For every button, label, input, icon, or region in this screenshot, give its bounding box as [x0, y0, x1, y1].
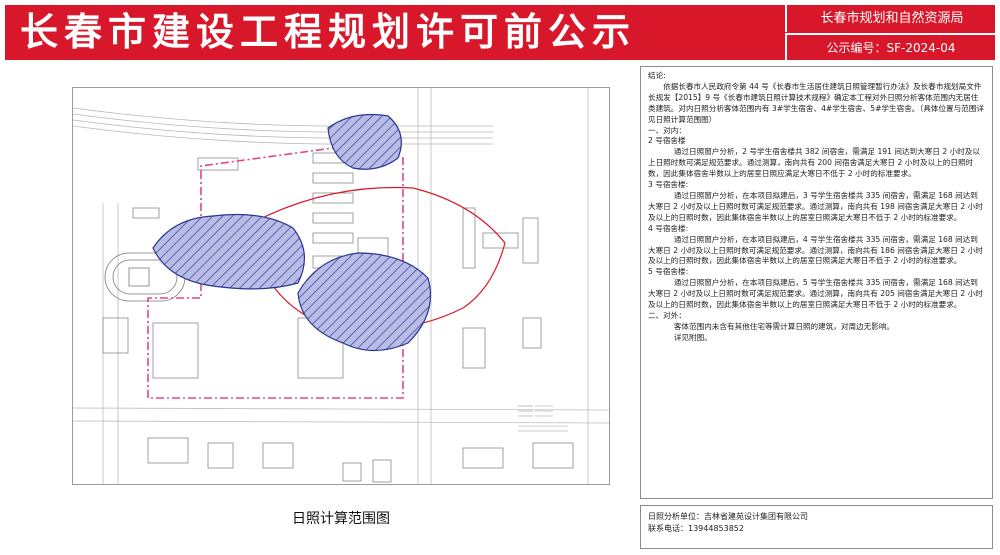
roads [73, 88, 609, 484]
internal-heading: 一、对内： [648, 125, 686, 135]
shadow-area-right [297, 252, 432, 352]
site-plan-drawing [73, 88, 609, 484]
dorm-3-heading: 3 号宿舍楼: [648, 180, 689, 190]
dorm-2-body: 通过日照窗户分析，2 号学生宿舍楼共 382 间宿舍，需满足 191 间达到大寒… [648, 147, 980, 179]
conclusion-intro: 依据长春市人民政府令第 44 号《长春市生活居住建筑日照管理暂行办法》及长春市规… [648, 81, 984, 124]
shadow-area-top [327, 113, 402, 170]
see-figure-note: 详见附图。 [673, 332, 712, 342]
dorm-4-heading: 4 号宿舍楼: [648, 223, 689, 233]
conclusion-heading: 结论: [648, 71, 666, 80]
sunlight-range-map [72, 87, 610, 485]
header-banner [5, 5, 995, 60]
dorm-3-body: 通过日照窗户分析，在本项目拟建后，3 号学生宿舍楼共 335 间宿舍，需满足 1… [648, 190, 983, 222]
map-caption: 日照计算范围图 [292, 511, 390, 527]
external-body: 客体范围内未含有其他住宅等需计算日照的建筑，对周边无影响。 [673, 321, 895, 331]
dorm-4-body: 通过日照窗户分析，在本项目拟建后，4 号学生宿舍楼共 335 间宿舍，需满足 1… [648, 234, 983, 266]
dorm-2-heading: 2 号宿舍楼 [648, 136, 686, 146]
contact-phone: 联系电话：13944853852 [648, 524, 744, 533]
analysis-unit-panel: 日照分析单位：吉林省建苑设计集团有限公司 联系电话：13944853852 [640, 505, 993, 549]
dorm-5-heading: 5 号宿舍楼: [648, 267, 689, 277]
notice-number: 公示编号：SF-2024-04 [785, 33, 995, 60]
analysis-unit: 日照分析单位：吉林省建苑设计集团有限公司 [648, 512, 808, 521]
page-title: 长春市建设工程规划许可前公示 [20, 10, 637, 54]
buildings [102, 152, 574, 483]
agency-name: 长春市规划和自然资源局 [785, 5, 997, 32]
map-legend [518, 405, 568, 432]
railway-lines [73, 107, 493, 145]
shadow-area-left [152, 213, 305, 290]
conclusion-panel: 结论: 依据长春市人民政府令第 44 号《长春市生活居住建筑日照管理暂行办法》及… [640, 66, 993, 499]
external-heading: 二、对外： [648, 310, 686, 320]
dorm-5-body: 通过日照窗户分析，在本项目拟建后，5 号学生宿舍楼共 335 间宿舍，需满足 1… [648, 278, 983, 310]
